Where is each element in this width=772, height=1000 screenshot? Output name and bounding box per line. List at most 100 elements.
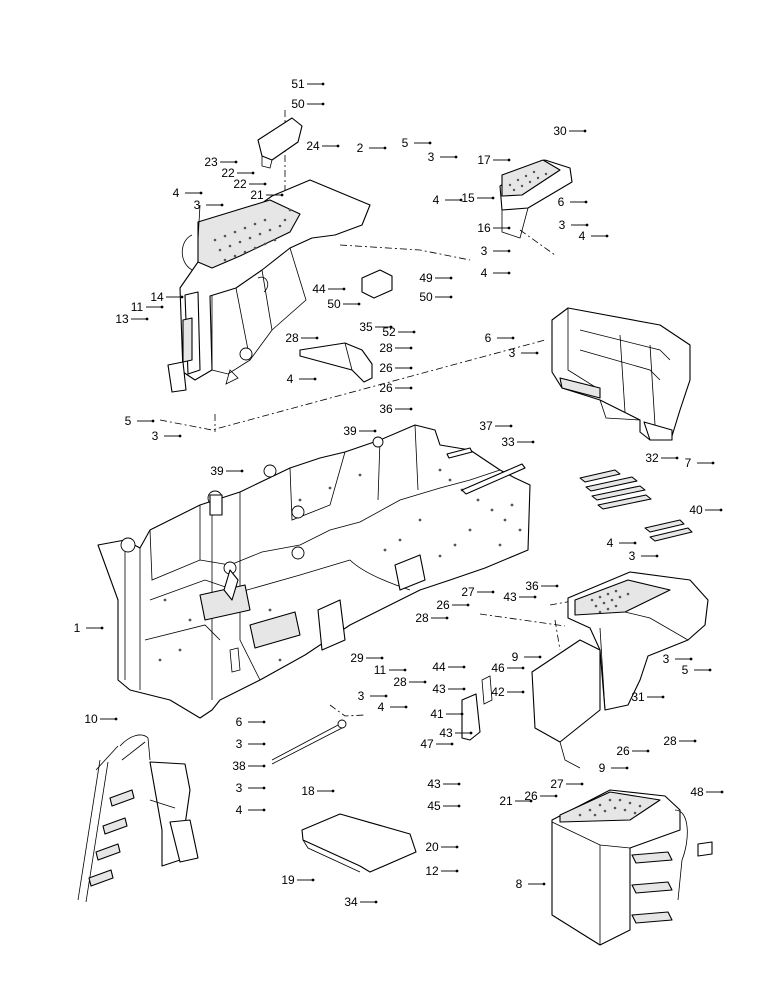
callout-leader-end <box>449 295 453 299</box>
callout-leader-end <box>469 731 473 735</box>
callout-leader-end <box>646 749 650 753</box>
callout-leader-end <box>383 146 387 150</box>
callout-label: 3 <box>481 244 488 258</box>
callout-label: 26 <box>379 381 393 395</box>
callout-label: 29 <box>350 651 364 665</box>
callout-label: 8 <box>516 877 523 891</box>
callout-leader-end <box>462 687 466 691</box>
callout-label: 33 <box>501 435 515 449</box>
callout-leader-end <box>445 616 449 620</box>
callout-label: 4 <box>433 193 440 207</box>
callout-label: 46 <box>491 661 505 675</box>
callout-label: 22 <box>221 166 235 180</box>
callout-leader-end <box>675 456 679 460</box>
callout-leader-end <box>409 346 413 350</box>
callout-leader-end <box>633 541 637 545</box>
callout-label: 3 <box>559 218 566 232</box>
callout-label: 3 <box>236 781 243 795</box>
callout-label: 4 <box>607 536 614 550</box>
bracket-42 <box>461 675 493 741</box>
callout-label: 21 <box>499 794 513 808</box>
callout-label: 30 <box>553 124 567 138</box>
callout-leader-end <box>455 845 459 849</box>
skid-plate-18 <box>301 813 417 873</box>
callout-leader-end <box>220 203 224 207</box>
callout-label: 44 <box>432 660 446 674</box>
callout-label: 17 <box>477 153 491 167</box>
callout-label: 35 <box>359 320 373 334</box>
callout-leader-end <box>605 234 609 238</box>
callout-label: 42 <box>491 685 505 699</box>
callout-label: 4 <box>579 229 586 243</box>
callout-leader-end <box>450 742 454 746</box>
callout-leader-end <box>521 666 525 670</box>
callout-label: 12 <box>425 864 439 878</box>
callout-leader-end <box>251 171 255 175</box>
callout-leader-end <box>315 336 319 340</box>
callout-label: 34 <box>344 895 358 909</box>
callout-leader-end <box>234 160 238 164</box>
callout-leader-end <box>321 102 325 106</box>
callout-leader-end <box>509 424 513 428</box>
callout-leader-end <box>262 742 266 746</box>
callout-label: 5 <box>125 414 132 428</box>
callout-leader-end <box>449 276 453 280</box>
callout-label: 4 <box>287 372 294 386</box>
callout-label: 26 <box>616 744 630 758</box>
callout-leader-end <box>661 695 665 699</box>
callout-leader-end <box>145 317 149 321</box>
callout-label: 48 <box>690 785 704 799</box>
callout-label: 39 <box>210 464 224 478</box>
callout-label: 9 <box>512 650 519 664</box>
callout-leader-end <box>529 799 533 803</box>
callout-leader-end <box>380 656 384 660</box>
callout-label: 3 <box>194 198 201 212</box>
callout-leader-end <box>542 882 546 886</box>
callout-leader-end <box>428 141 432 145</box>
callout-label: 23 <box>204 155 218 169</box>
callout-label: 45 <box>427 799 441 813</box>
callout-label: 43 <box>427 777 441 791</box>
right-step-15 <box>499 159 573 239</box>
callout-label: 21 <box>250 188 264 202</box>
callout-leader-end <box>466 603 470 607</box>
callout-label: 31 <box>631 690 645 704</box>
callout-label: 32 <box>645 451 659 465</box>
callout-leader-end <box>151 419 155 423</box>
rear-bumper-7 <box>551 307 691 441</box>
callout-label: 6 <box>485 331 492 345</box>
callout-label: 6 <box>558 195 565 209</box>
callout-label: 49 <box>419 271 433 285</box>
bar-33 <box>461 463 526 495</box>
callout-label: 43 <box>432 682 446 696</box>
callout-label: 3 <box>663 652 670 666</box>
callout-label: 3 <box>509 346 516 360</box>
callout-label: 3 <box>152 429 159 443</box>
callout-leader-end <box>580 782 584 786</box>
callout-label: 27 <box>461 585 475 599</box>
callout-leader-end <box>342 287 346 291</box>
callout-label: 28 <box>393 675 407 689</box>
callout-leader-end <box>462 665 466 669</box>
callout-label: 51 <box>291 77 305 91</box>
callout-leader-end <box>507 249 511 253</box>
callout-leader-end <box>507 226 511 230</box>
callout-leader-end <box>262 808 266 812</box>
callout-leader-end <box>457 782 461 786</box>
callout-label: 4 <box>173 186 180 200</box>
callout-label: 7 <box>685 456 692 470</box>
callout-leader-end <box>689 657 693 661</box>
callout-leader-end <box>409 366 413 370</box>
callout-leader-end <box>412 330 416 334</box>
bracket-49 <box>361 269 393 299</box>
step-plates-32 <box>579 469 652 510</box>
callout-leader-end <box>708 668 712 672</box>
callout-label: 4 <box>481 266 488 280</box>
callout-label: 50 <box>327 297 341 311</box>
callout-leader-end <box>180 295 184 299</box>
callout-label: 19 <box>281 873 295 887</box>
main-frame <box>97 424 531 719</box>
callout-label: 47 <box>420 737 434 751</box>
callout-label: 10 <box>84 712 98 726</box>
callout-leader-end <box>403 668 407 672</box>
